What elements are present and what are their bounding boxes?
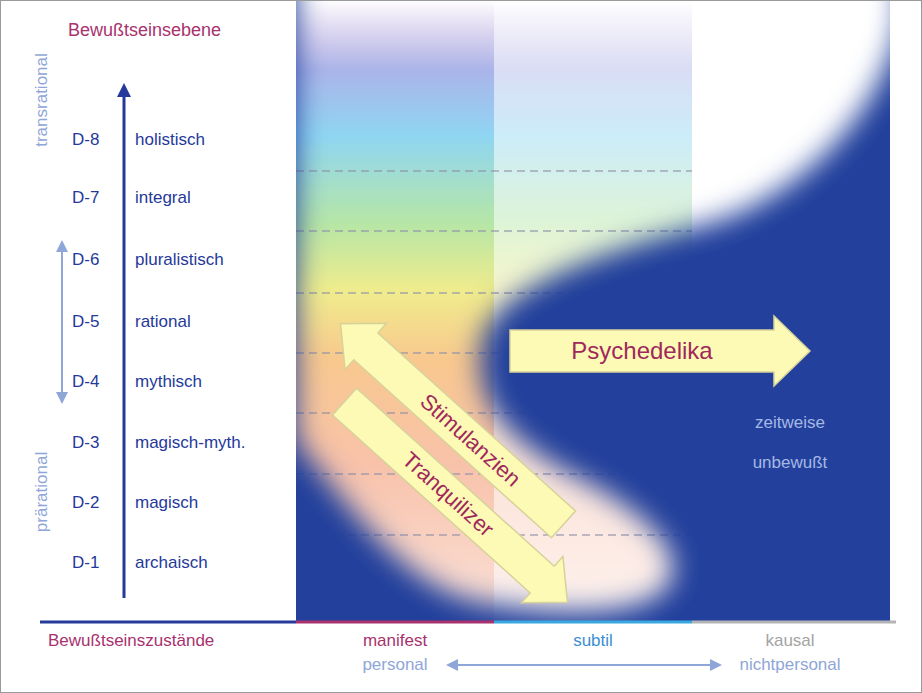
state-axis [296, 621, 494, 624]
level-code: D-2 [72, 493, 99, 513]
arrow-label: Psychedelika [571, 337, 712, 365]
arrow-box: Psychedelika [510, 316, 810, 386]
level-code: D-5 [72, 312, 99, 332]
state-axis [494, 621, 692, 624]
level-name: mythisch [135, 372, 202, 392]
unconscious-region [296, 0, 890, 621]
level-name: archaisch [135, 553, 208, 573]
level-code: D-3 [72, 433, 99, 453]
range-double-arrow [61, 246, 63, 398]
arrow-outline [324, 379, 588, 626]
region-note: zeitweise unbewußt [735, 403, 845, 483]
level-code: D-1 [72, 553, 99, 573]
personal-double-arrow [452, 664, 716, 666]
axis-title: Bewußtseinsebene [68, 20, 221, 41]
state-label: nichtpersonal [739, 655, 840, 675]
state-label: kausal [765, 631, 814, 651]
state-label: subtil [573, 631, 613, 651]
level-name: integral [135, 188, 191, 208]
level-name: magisch [135, 493, 198, 513]
level-name: rational [135, 312, 191, 332]
state-label: personal [362, 655, 427, 675]
level-code: D-8 [72, 130, 99, 150]
level-code: D-4 [72, 372, 99, 392]
arrow-outline [510, 316, 810, 386]
state-axis [692, 621, 896, 624]
state-axis [40, 621, 296, 624]
conscious-region [296, 0, 890, 621]
state-label: manifest [363, 631, 427, 651]
level-name: holistisch [135, 130, 205, 150]
level-axis-arrow [123, 90, 126, 598]
level-name: pluralistisch [135, 250, 224, 270]
range-label: prärational [32, 452, 52, 532]
level-code: D-7 [72, 188, 99, 208]
axis-title: Bewußtseinszustände [48, 631, 214, 651]
level-name: magisch-myth. [135, 433, 246, 453]
range-label: transrational [32, 53, 52, 147]
level-code: D-6 [72, 250, 99, 270]
